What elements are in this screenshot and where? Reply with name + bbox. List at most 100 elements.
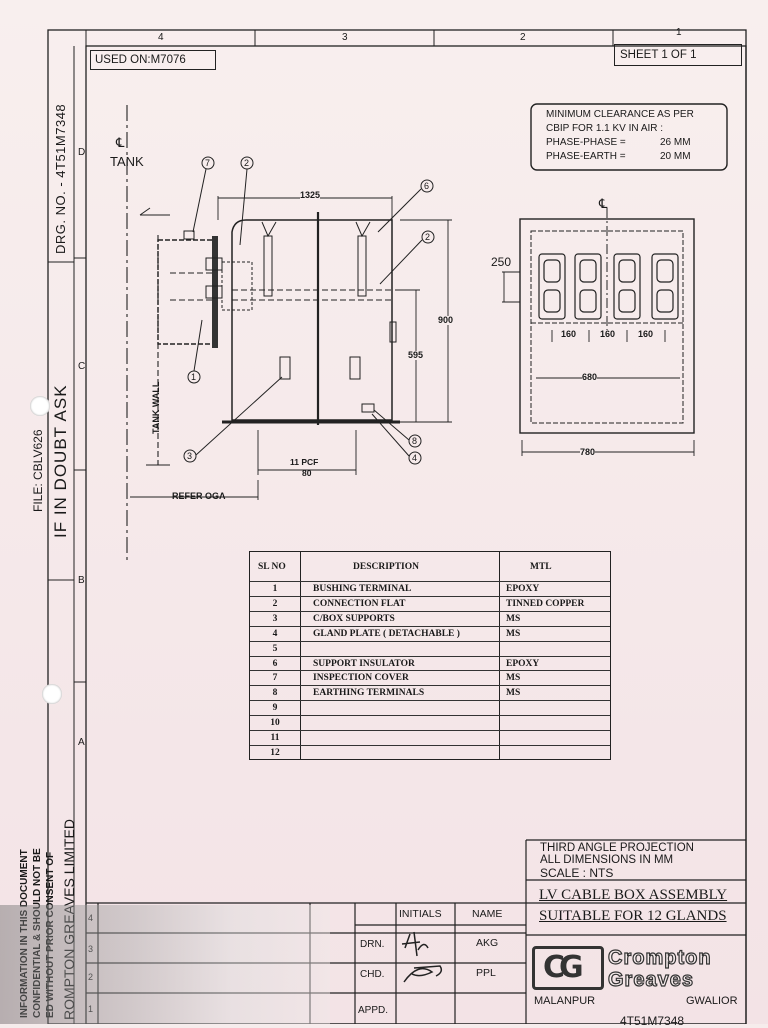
table-row: 7 INSPECTION COVER MS (250, 670, 610, 685)
revision-row-4: 4 (88, 913, 94, 923)
tank-wall-label: TANK WALL (151, 381, 161, 434)
table-row: 5 (250, 640, 610, 656)
row-sl-no: 1 (272, 584, 278, 594)
sheet-label: SHEET 1 OF 1 (620, 49, 697, 61)
row-sl-no: 12 (270, 747, 280, 758)
used-on-box (90, 50, 216, 70)
refer-oga-label: REFER OGA (172, 491, 226, 501)
balloon-6: 6 (424, 181, 430, 191)
drawing-title-line-1: LV CABLE BOX ASSEMBLY (539, 887, 728, 903)
table-row: 12 (250, 744, 610, 760)
row-description: BUSHING TERMINAL (313, 584, 412, 594)
dim-pcd-80: 80 (302, 468, 312, 478)
zone-col-1: 1 (676, 27, 682, 38)
revision-row-1: 1 (88, 1004, 94, 1014)
revision-row-2: 2 (88, 972, 94, 982)
balloon-8: 8 (412, 436, 418, 446)
header-sl-no: SL NO (258, 562, 286, 572)
pitch-160-1: 160 (561, 329, 577, 339)
punch-hole (30, 396, 50, 416)
drawing-number-vertical: DRG. NO. - 4T51M7348 (53, 103, 68, 254)
row-material: MS (506, 613, 521, 624)
row-sl-no: 10 (270, 718, 280, 729)
balloon-2b: 2 (425, 232, 431, 242)
revision-row-3: 3 (88, 944, 94, 954)
chd-name: PPL (476, 967, 496, 979)
table-row: 8 EARTHING TERMINALS MS (250, 685, 610, 700)
table-row: 9 (250, 700, 610, 715)
drn-label: DRN. (360, 939, 385, 950)
scale-note: SCALE : NTS (540, 866, 614, 880)
row-sl-no: 11 (270, 733, 280, 743)
row-material: MS (506, 628, 521, 639)
zone-col-3: 3 (342, 32, 348, 43)
clearance-line-1: MINIMUM CLEARANCE AS PER (546, 109, 694, 120)
balloon-7: 7 (205, 158, 211, 168)
file-name-vertical: FILE: CBLV626 (31, 429, 45, 513)
row-description: INSPECTION COVER (313, 673, 409, 684)
name-header: NAME (472, 908, 503, 920)
row-material: TINNED COPPER (506, 598, 585, 609)
bottom-drawing-number: 4T51M7348 (620, 1014, 685, 1028)
location-right: GWALIOR (686, 995, 738, 1007)
row-sl-no: 8 (272, 688, 278, 699)
zone-col-4: 4 (158, 32, 164, 43)
row-description: EARTHING TERMINALS (313, 688, 425, 699)
projection-note: THIRD ANGLE PROJECTION (540, 842, 694, 854)
balloon-4: 4 (412, 453, 418, 463)
appd-label: APPD. (358, 1005, 389, 1016)
balloon-2a: 2 (244, 158, 250, 168)
balloon-1: 1 (191, 372, 197, 382)
dim-780: 780 (580, 447, 596, 457)
punch-hole (42, 684, 62, 704)
chd-label: CHD. (360, 969, 385, 980)
row-sl-no: 6 (272, 658, 278, 669)
sheet-box (614, 44, 742, 66)
used-on-label: USED ON:M7076 (95, 54, 186, 66)
tank-centerline-label: ℄ (116, 135, 125, 150)
initials-header: INITIALS (399, 908, 442, 920)
pitch-160-2: 160 (600, 329, 616, 339)
company-name-2: Greaves (607, 969, 694, 991)
row-sl-no: 4 (272, 628, 278, 639)
dim-680: 680 (582, 372, 598, 382)
row-material: EPOXY (506, 658, 540, 669)
dim-900: 900 (438, 315, 454, 325)
balloon-3: 3 (187, 451, 193, 461)
row-material: MS (506, 673, 521, 684)
company-logo: CG (532, 946, 604, 990)
scan-shading (0, 905, 330, 1024)
pitch-160-3: 160 (638, 329, 654, 339)
row-sl-no: 2 (272, 598, 278, 609)
zone-row-d: D (78, 147, 86, 158)
row-sl-no: 9 (272, 703, 278, 714)
row-description: C/BOX SUPPORTS (313, 613, 395, 624)
clearance-phase-earth: PHASE-EARTH = (546, 151, 626, 162)
logo-letters: CG (543, 950, 584, 985)
table-row: 2 CONNECTION FLAT TINNED COPPER (250, 595, 610, 611)
zone-row-c: C (78, 361, 86, 372)
clearance-phase-phase-value: 26 MM (660, 137, 691, 148)
table-row: 11 (250, 730, 610, 745)
zone-col-2: 2 (520, 32, 526, 43)
header-mtl: MTL (530, 562, 552, 572)
clearance-phase-phase: PHASE-PHASE = (546, 137, 626, 148)
row-sl-no: 7 (272, 673, 278, 684)
row-description: CONNECTION FLAT (313, 598, 406, 609)
zone-row-b: B (78, 575, 85, 586)
dim-pcd: 11 PCF (290, 457, 319, 467)
dim-595: 595 (408, 350, 424, 360)
table-row: 10 (250, 715, 610, 730)
row-sl-no: 3 (272, 613, 278, 624)
row-material: EPOXY (506, 584, 540, 594)
row-material: MS (506, 688, 521, 699)
drawing-title-line-2: SUITABLE FOR 12 GLANDS (539, 908, 727, 924)
location-left: MALANPUR (534, 995, 596, 1007)
drn-name: AKG (476, 937, 499, 949)
row-sl-no: 5 (272, 643, 278, 654)
clearance-phase-earth-value: 20 MM (660, 151, 691, 162)
